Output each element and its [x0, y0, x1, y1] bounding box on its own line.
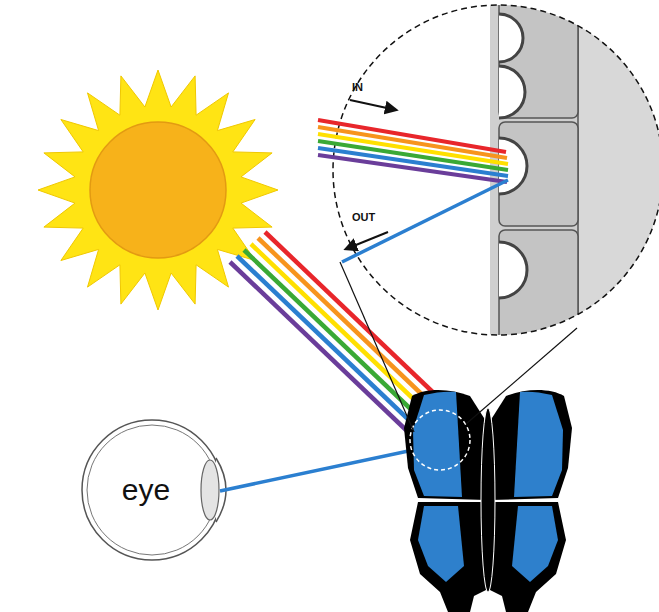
scale-structure	[490, 0, 659, 350]
forewing	[490, 390, 572, 500]
forewing-blue-band	[413, 392, 462, 497]
hindwing	[410, 502, 486, 612]
body	[481, 408, 495, 592]
eyeball-outer	[82, 420, 222, 560]
eyeball-inner	[87, 425, 217, 555]
direction-label: IN	[352, 81, 363, 93]
out-arrow	[346, 232, 388, 249]
zoom-leader	[466, 328, 577, 424]
eye-shape: eye	[86, 455, 206, 525]
in-arrow	[350, 100, 396, 110]
lens	[201, 460, 219, 520]
scale-cell	[499, 230, 578, 350]
antennae	[474, 392, 502, 412]
incoming-rays	[318, 120, 508, 182]
forewing-blue-band	[514, 392, 563, 497]
concavity	[499, 14, 523, 62]
eye-label: eye	[122, 473, 170, 507]
green-ray	[318, 141, 508, 170]
hindwing-blue-patch	[418, 506, 464, 582]
hindwing-blue-patch	[512, 506, 558, 582]
scale-base	[578, 0, 659, 340]
sun-core	[90, 122, 226, 258]
scale-cell	[499, 0, 578, 118]
reflected-blue-ray	[220, 446, 432, 491]
concavity	[499, 242, 527, 298]
concavity	[499, 66, 525, 118]
violet-ray	[318, 155, 507, 182]
hindwing	[490, 502, 566, 612]
direction-label: OUT	[352, 211, 375, 223]
concavity	[499, 138, 527, 194]
right-wings	[490, 390, 572, 612]
blue-ray	[318, 148, 508, 176]
scale-cell	[499, 122, 578, 226]
butterfly	[404, 390, 572, 612]
outgoing-blue-ray	[342, 180, 508, 262]
left-wings	[404, 390, 486, 612]
zoom-spot	[410, 410, 470, 470]
forewing	[404, 390, 486, 500]
